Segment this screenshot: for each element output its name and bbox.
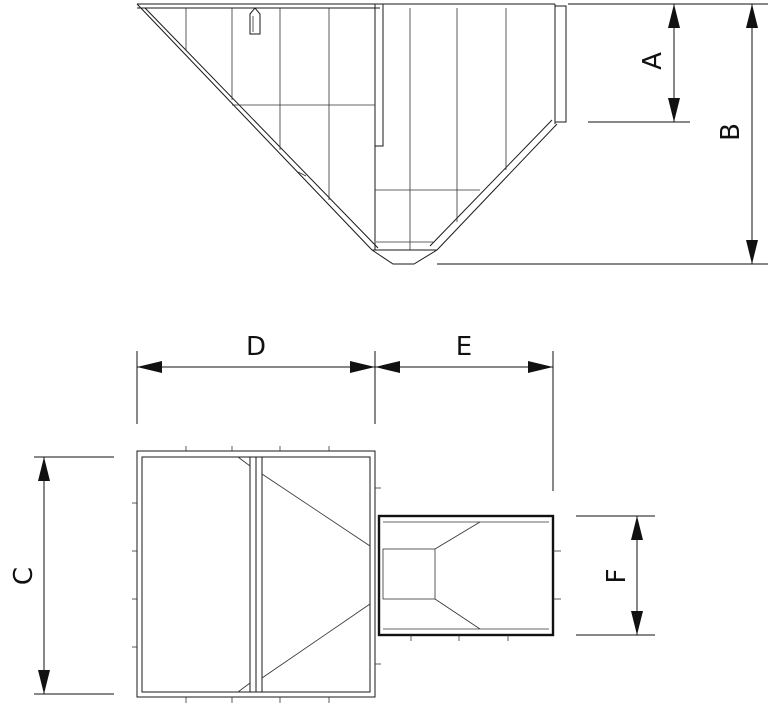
hopper-plan-view xyxy=(132,446,381,703)
dimension-a: A xyxy=(568,3,690,123)
dimension-label-e: E xyxy=(456,332,472,362)
dimension-b: B xyxy=(437,3,768,265)
dimension-label-d: D xyxy=(246,332,266,362)
dimension-label-c: C xyxy=(9,567,39,585)
dimension-label-b: B xyxy=(716,123,746,141)
hopper-side-view xyxy=(136,3,567,265)
dimension-f: F xyxy=(576,515,655,636)
dimension-e: E xyxy=(375,332,554,491)
dimension-label-a: A xyxy=(638,52,668,70)
arrow-marker-icon xyxy=(249,7,261,35)
outlet-chute xyxy=(377,514,561,641)
dimension-c: C xyxy=(9,456,114,695)
dimension-label-f: F xyxy=(602,569,632,584)
dimension-d: D xyxy=(136,332,376,424)
